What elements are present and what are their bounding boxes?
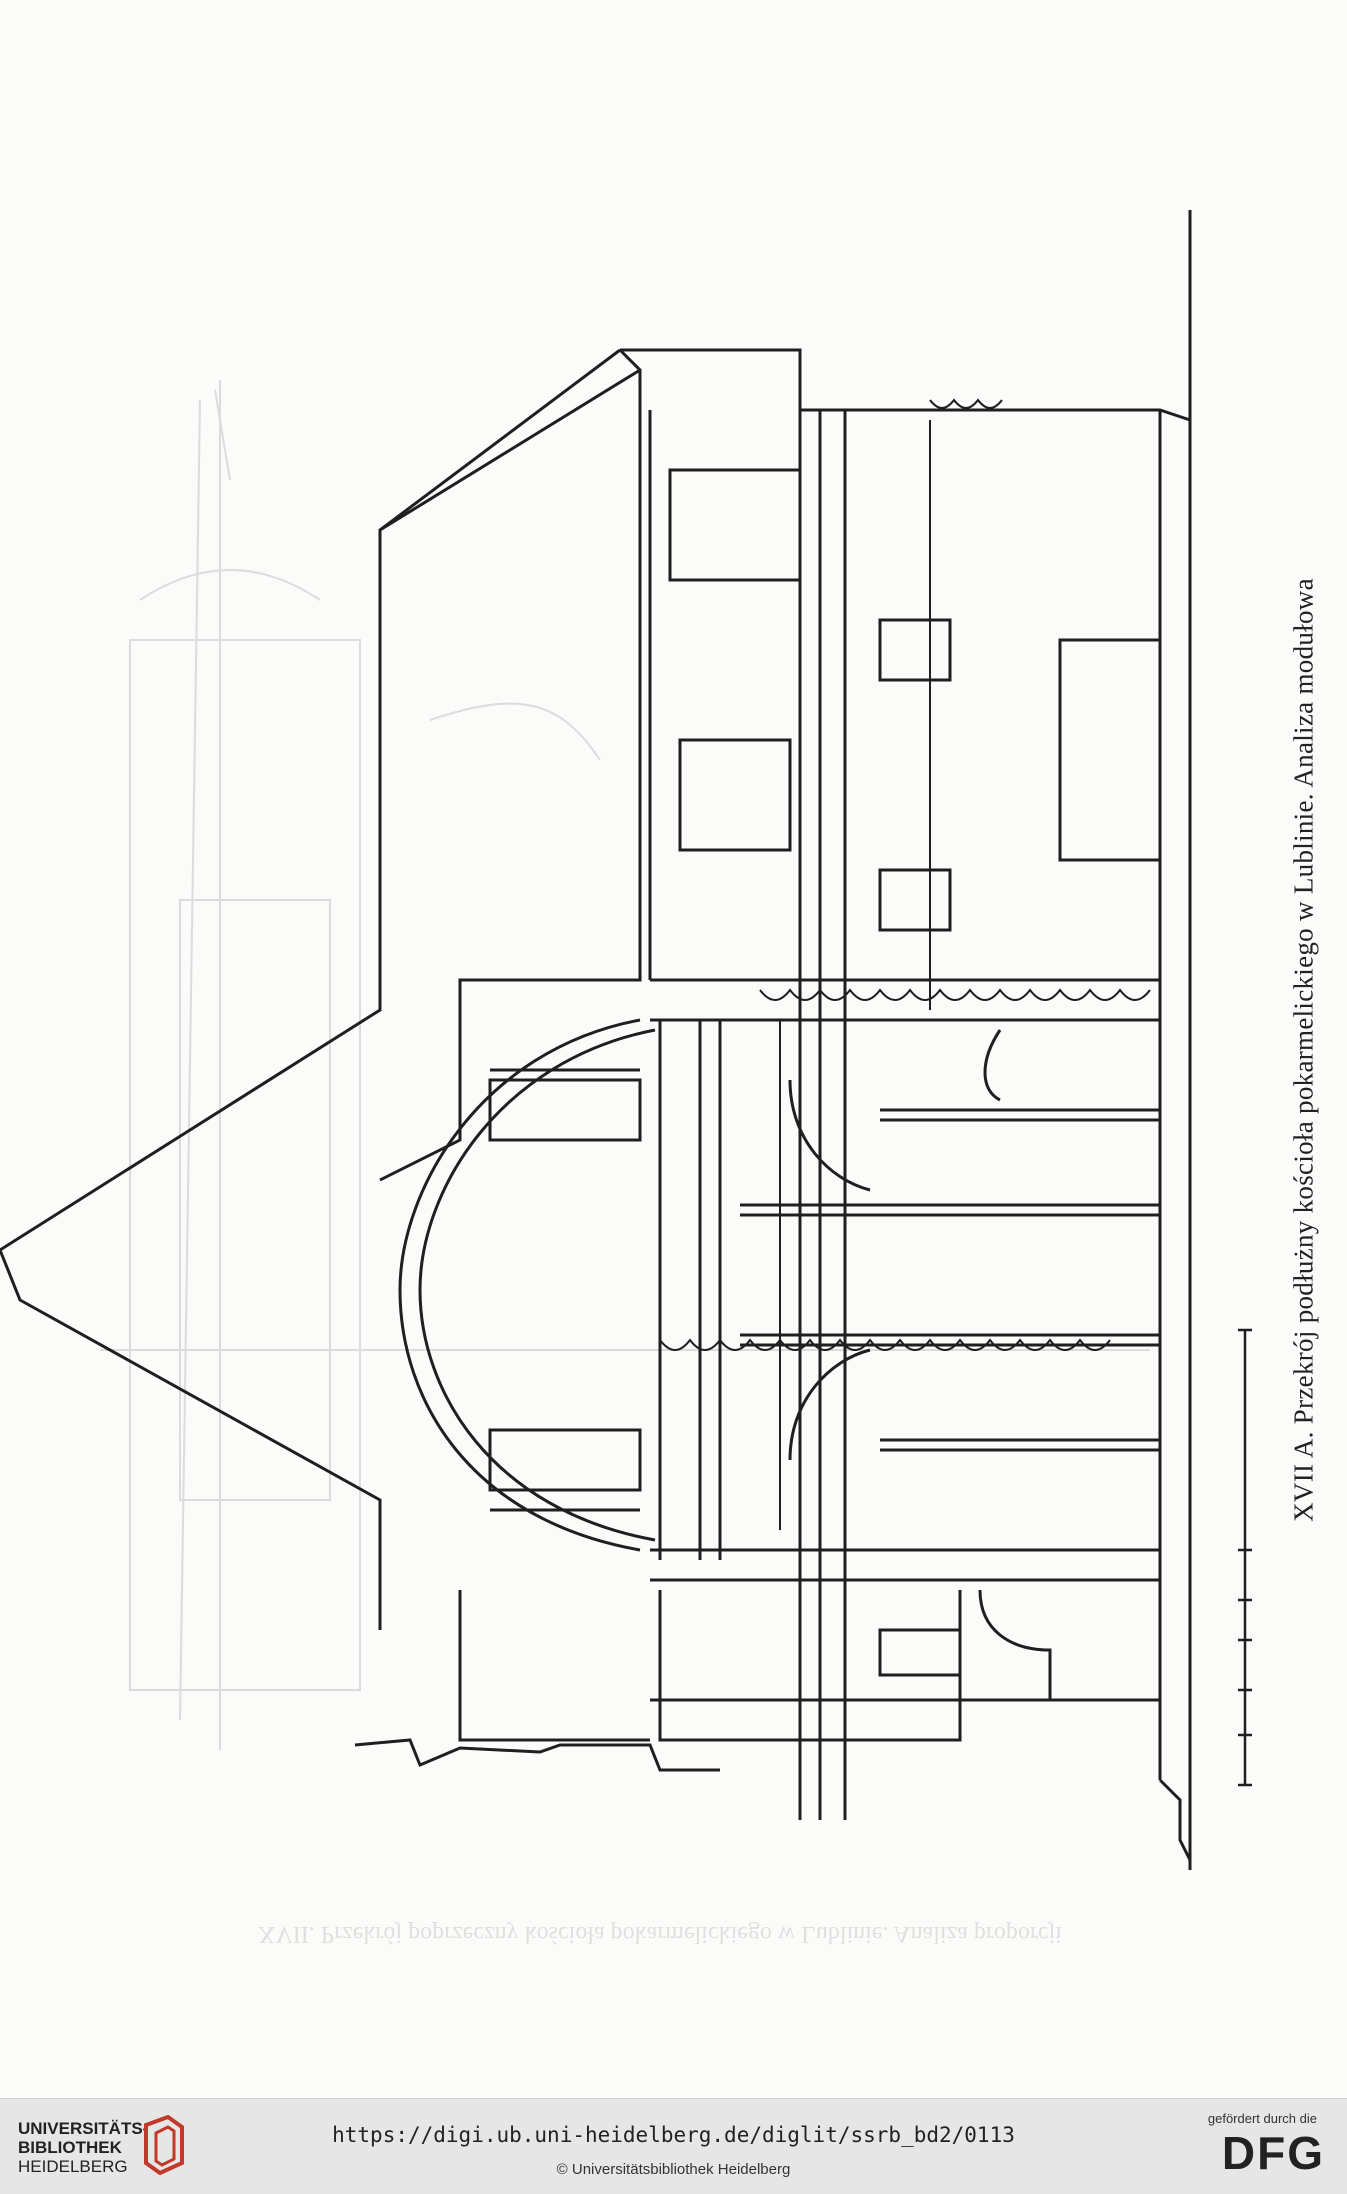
library-line-1: UNIVERSITÄTS-: [18, 2119, 149, 2138]
library-line-3: HEIDELBERG: [18, 2157, 128, 2176]
upper-wall: [379, 348, 642, 1182]
ghost-show-through: [100, 380, 1150, 1750]
scale-bar: [1238, 1328, 1252, 1787]
ground-line: [354, 1738, 720, 1772]
apse-dome: [398, 1018, 641, 1552]
footer-bar: UNIVERSITÄTS- BIBLIOTHEK HEIDELBERG http…: [0, 2098, 1347, 2194]
page-url-link[interactable]: https://digi.ub.uni-heidelberg.de/diglit…: [332, 2123, 1015, 2147]
scanned-page: XVII A. Przekrój podłużny kościoła pokar…: [0, 0, 1347, 2098]
copyright-text: © Universitätsbibliothek Heidelberg: [556, 2161, 791, 2178]
ub-heidelberg-logo-icon: [144, 2115, 184, 2175]
vault-scallops: [659, 398, 1151, 1530]
roof-outline: [0, 348, 621, 1630]
church-section-drawing: [0, 210, 1252, 1870]
dfg-label: gefördert durch die: [1207, 2111, 1317, 2126]
show-through-text: XVII. Przekrój poprzeczny kościoła pokar…: [258, 1921, 1062, 1947]
dfg-logo-icon[interactable]: DFG: [1221, 2127, 1325, 2179]
library-line-2: BIBLIOTHEK: [18, 2138, 122, 2157]
library-name: UNIVERSITÄTS- BIBLIOTHEK HEIDELBERG: [18, 2119, 148, 2176]
